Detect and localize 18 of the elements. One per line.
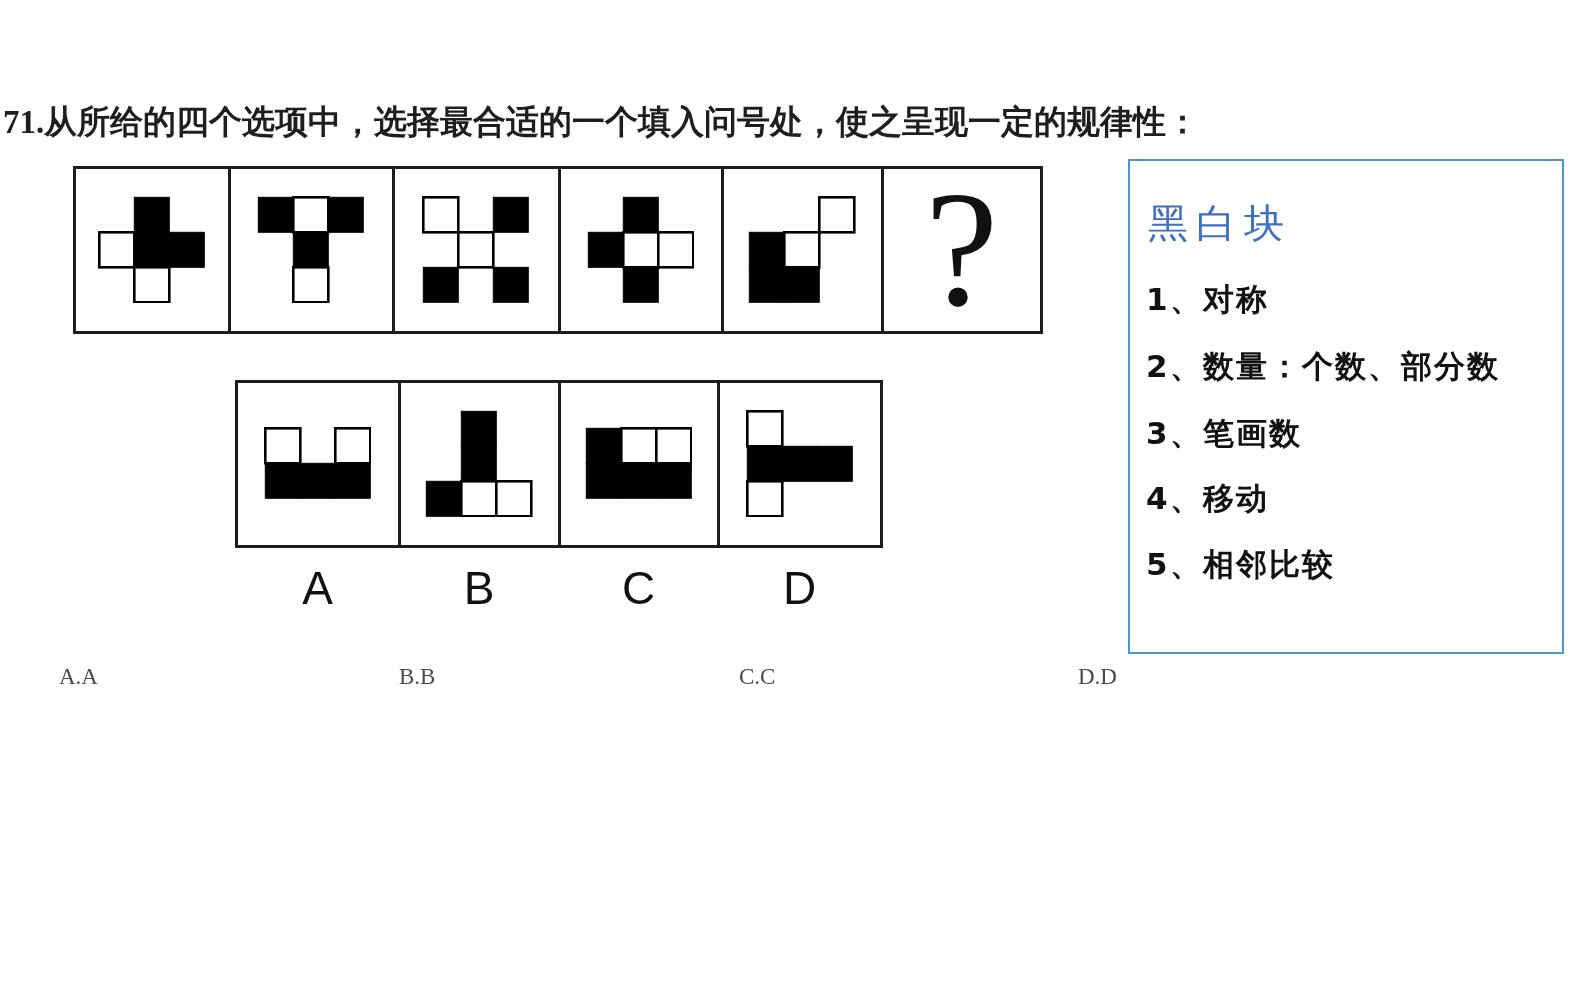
list-item: 2、数量：个数、部分数 (1146, 347, 1500, 385)
figure-panel (234, 379, 401, 548)
answer-option: B.B (399, 663, 436, 691)
option-letter: A (301, 562, 334, 614)
list-item: 5、相邻比较 (1146, 545, 1335, 583)
answer-option: A.A (59, 663, 98, 691)
list-item: 3、笔画数 (1146, 414, 1302, 452)
list-item: 4、移动 (1146, 479, 1269, 517)
option-letter: C (620, 562, 657, 614)
note-panel (1128, 159, 1564, 654)
option-letter: B (462, 562, 496, 614)
option-letter: D (781, 562, 818, 614)
answer-option: C.C (739, 663, 776, 691)
heading: 黑白块 (1148, 200, 1292, 246)
answer-option: D.D (1078, 663, 1117, 691)
question-text: 71.从所给的四个选项中，选择最合适的一个填入问号处，使之呈现一定的规律性： (3, 103, 1200, 142)
list-item: 1、对称 (1146, 280, 1269, 318)
figure-panel (72, 165, 231, 334)
